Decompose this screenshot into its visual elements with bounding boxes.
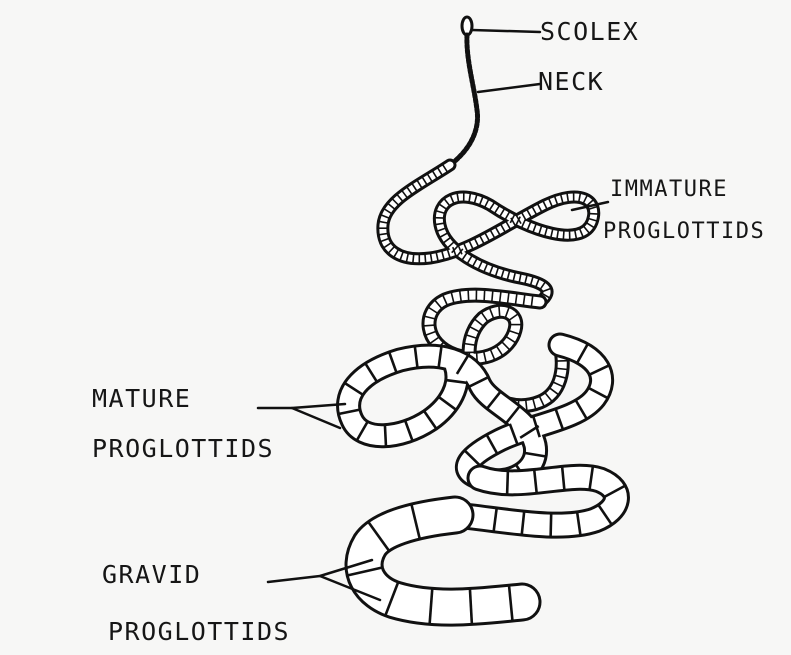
immature-division [563, 230, 564, 240]
mature-pointer-lower [292, 408, 340, 428]
developing-division [468, 289, 469, 301]
developing-division [423, 325, 435, 326]
neck-strand [450, 35, 478, 165]
scolex-label: SCOLEX [540, 17, 639, 46]
immature-label-line2: PROGLOTTIDS [603, 219, 765, 244]
mature-segments [338, 344, 625, 537]
developing-division [484, 290, 485, 302]
late-mature-division [507, 471, 508, 495]
immature-label-line1: IMMATURE [610, 177, 728, 202]
neck-pointer [478, 84, 540, 92]
mature-division [385, 425, 386, 447]
mature-label-line1: MATURE [92, 384, 191, 413]
scolex-head [462, 17, 472, 35]
immature-division [589, 214, 599, 215]
gravid-label-line2: PROGLOTTIDS [108, 617, 290, 646]
scolex-pointer [472, 30, 540, 32]
immature-division [413, 254, 414, 264]
mature-label-line2: PROGLOTTIDS [92, 434, 274, 463]
gravid-label-line1: GRAVID [102, 560, 201, 589]
developing-division [492, 290, 493, 302]
tapeworm-body [338, 17, 625, 624]
late-mature-division [551, 513, 552, 537]
immature-fill [383, 165, 594, 302]
mature-pointer-upper [258, 404, 345, 408]
developing-division [499, 305, 500, 317]
neck-label: NECK [538, 67, 604, 96]
immature-division [425, 254, 426, 264]
